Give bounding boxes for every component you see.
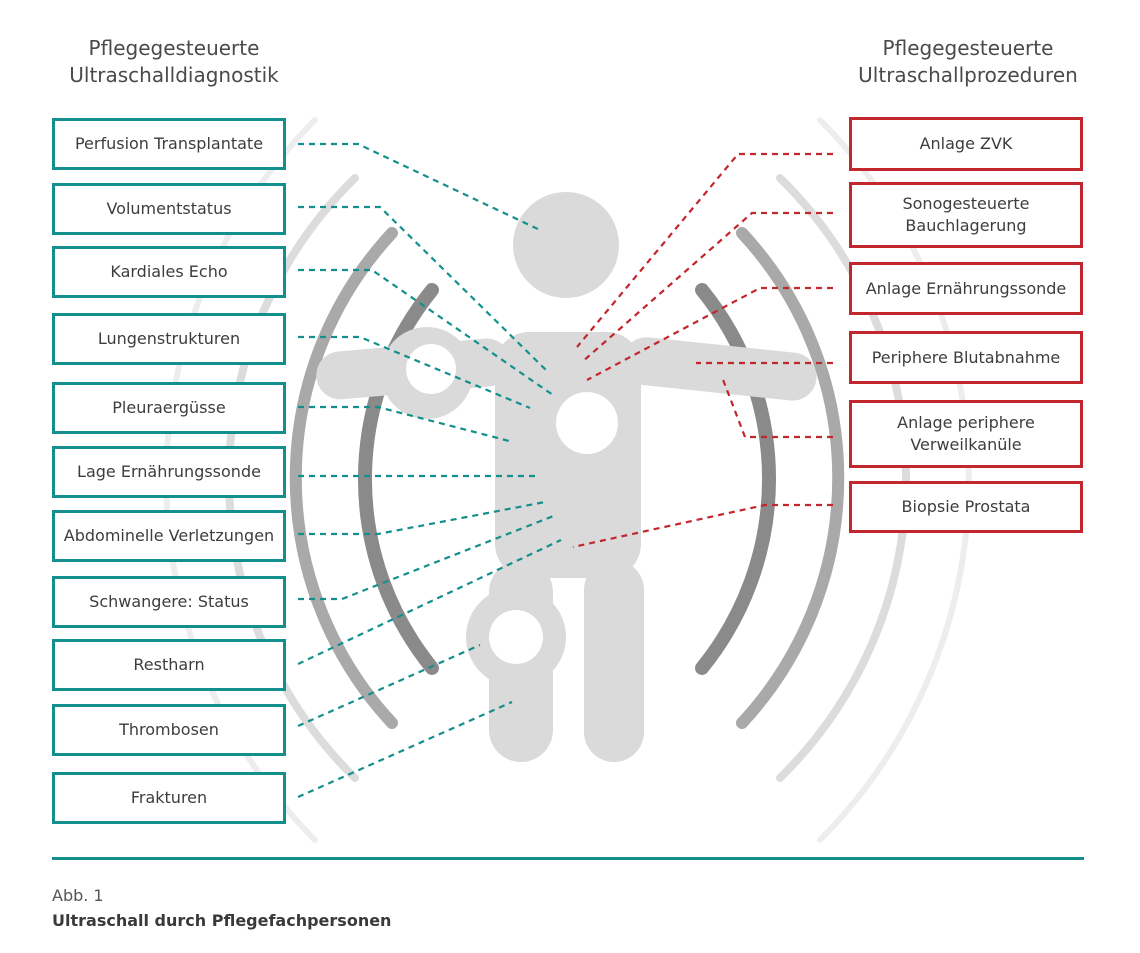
connector-volumen xyxy=(298,205,549,373)
procedure-box-anlage-ernaehrungssonde: Anlage Ernährungssonde xyxy=(849,262,1083,315)
wave-left-2 xyxy=(289,227,398,729)
torso xyxy=(495,332,641,578)
figure-caption: Ultraschall durch Pflegefachpersonen xyxy=(52,911,392,930)
connector-pleura xyxy=(298,405,514,444)
connector-bauchlagerung xyxy=(581,211,833,363)
wave-right-inner xyxy=(695,283,776,675)
wave-right-3 xyxy=(776,174,911,782)
diagnostic-box-schwangere-status: Schwangere: Status xyxy=(52,576,286,628)
connector-abdomen xyxy=(298,500,546,536)
connector-prostata xyxy=(572,503,833,549)
diagnostic-box-perfusion: Perfusion Transplantate xyxy=(52,118,286,170)
connector-verweilkanuele xyxy=(720,376,833,439)
diagnostics-heading: Pflegegesteuerte Ultraschalldiagnostik xyxy=(69,36,279,87)
diagnostic-box-abdominelle-verletzungen: Abdominelle Verletzungen xyxy=(52,510,286,562)
procedure-box-bauchlagerung: Sonogesteuerte Bauchlagerung xyxy=(849,182,1083,248)
procedures-heading: Pflegegesteuerte Ultraschallprozeduren xyxy=(858,36,1078,87)
diagnostic-box-lungenstrukturen: Lungenstrukturen xyxy=(52,313,286,365)
connector-thrombosen xyxy=(297,643,481,728)
heart-marker xyxy=(556,392,618,454)
connector-ernaehrungssonde xyxy=(586,286,833,381)
head xyxy=(513,192,619,298)
joint-highlights xyxy=(406,344,618,664)
right-arm xyxy=(622,337,817,401)
shoulder-marker xyxy=(406,344,456,394)
figure-number: Abb. 1 xyxy=(52,886,104,905)
connector-restharn xyxy=(297,539,562,665)
right-leg xyxy=(584,560,644,762)
diagnostic-box-volumenstatus: Volumentstatus xyxy=(52,183,286,235)
procedure-connectors xyxy=(572,152,833,549)
procedure-box-biopsie-prostata: Biopsie Prostata xyxy=(849,481,1083,533)
diagnostic-box-pleuraerguesse: Pleuraergüsse xyxy=(52,382,286,434)
diagnostic-box-frakturen: Frakturen xyxy=(52,772,286,824)
diagnostic-box-restharn: Restharn xyxy=(52,639,286,691)
knee-marker xyxy=(489,610,543,664)
diagnostic-box-thrombosen: Thrombosen xyxy=(52,704,286,756)
diagnostic-connectors xyxy=(297,142,562,799)
wave-right-2 xyxy=(736,227,845,729)
human-figure-icon xyxy=(316,192,817,762)
caption-divider xyxy=(52,857,1084,860)
connector-kardial xyxy=(298,268,554,396)
procedure-box-periphere-verweilkanuele: Anlage periphere Verweilkanüle xyxy=(849,400,1083,468)
connector-schwanger xyxy=(298,513,557,601)
diagnostic-box-kardiales-echo: Kardiales Echo xyxy=(52,246,286,298)
connector-perfusion xyxy=(298,142,541,231)
diagnostic-box-lage-ernaehrungssonde: Lage Ernährungssonde xyxy=(52,446,286,498)
procedure-box-anlage-zvk: Anlage ZVK xyxy=(849,117,1083,171)
procedure-box-periphere-blutabnahme: Periphere Blutabnahme xyxy=(849,331,1083,384)
